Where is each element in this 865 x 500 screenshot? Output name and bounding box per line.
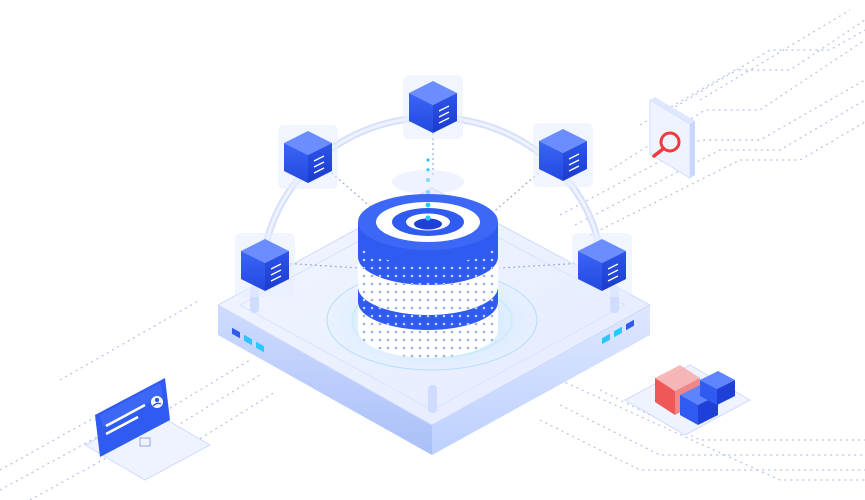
data-cube-icon (403, 75, 463, 139)
data-cube-icon (572, 233, 632, 297)
orbit-cubes (235, 75, 632, 297)
search-magnifier-icon (649, 97, 695, 179)
id-card-icon (83, 378, 212, 481)
status-lights-left-icon (232, 327, 264, 353)
data-cube-icon (278, 125, 338, 189)
data-cube-icon (533, 123, 593, 187)
database-stack-icon (358, 194, 498, 358)
block-cluster-icon (623, 364, 752, 436)
status-lights-right-icon (602, 319, 634, 345)
data-cube-icon (235, 233, 295, 297)
